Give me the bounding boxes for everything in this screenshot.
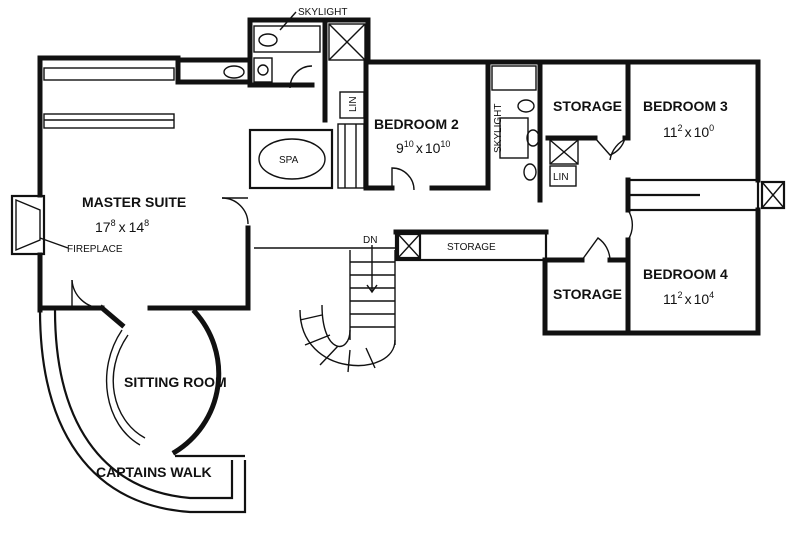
label-skylight-bath: SKYLIGHT: [493, 104, 504, 153]
room-label-storage-bottom: STORAGE: [553, 286, 622, 302]
room-label-captains-walk: CAPTAINS WALK: [96, 464, 212, 480]
label-lin-1: LIN: [348, 96, 359, 112]
walls: [37, 17, 786, 514]
room-label-master-suite: MASTER SUITE: [82, 194, 186, 210]
room-label-storage-top: STORAGE: [553, 98, 622, 114]
room-label-sitting-room: SITTING ROOM: [124, 374, 227, 390]
label-skylight-top: SKYLIGHT: [298, 7, 347, 18]
details: [10, 23, 634, 446]
label-lin-2: LIN: [553, 172, 569, 183]
room-label-storage-hall: STORAGE: [447, 242, 496, 253]
label-stair-dn: DN: [363, 235, 377, 246]
room-label-bedroom-3: BEDROOM 3: [643, 98, 728, 114]
room-label-bedroom-2: BEDROOM 2: [374, 116, 459, 132]
label-fireplace: FIREPLACE: [67, 244, 123, 255]
label-spa: SPA: [279, 155, 299, 166]
room-label-bedroom-4: BEDROOM 4: [643, 266, 728, 282]
